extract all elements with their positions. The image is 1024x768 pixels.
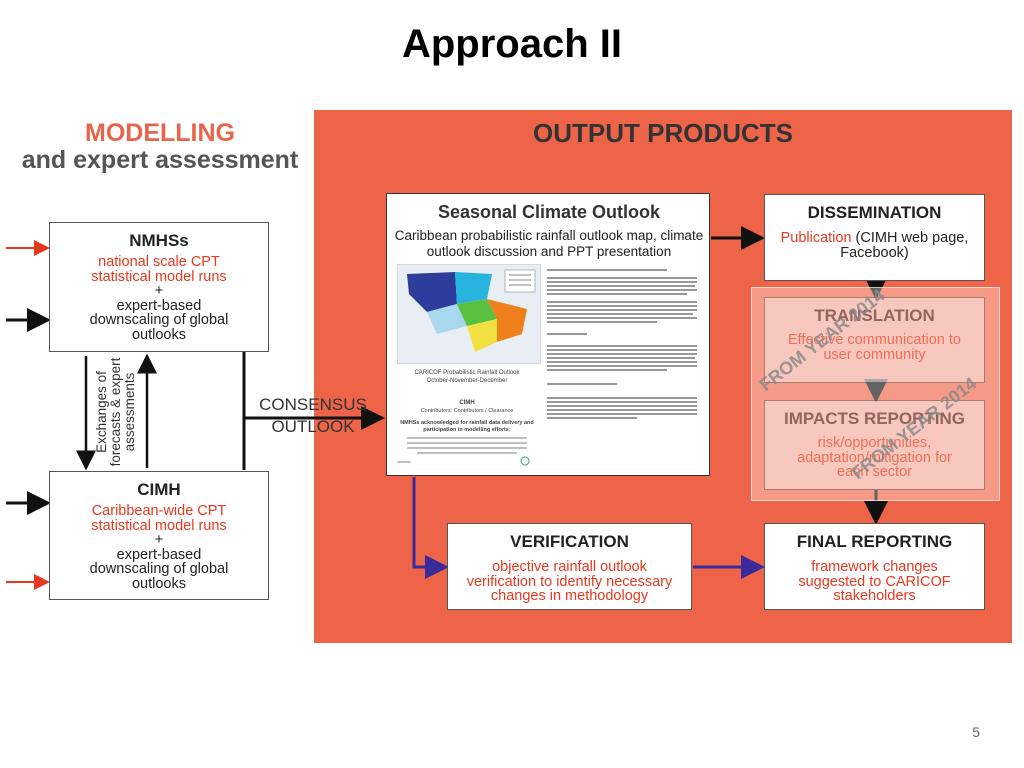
impacts-box: IMPACTS REPORTING risk/opportunities, ad…: [764, 400, 985, 490]
arrow-to-verification: [412, 477, 449, 579]
dissemination-red-text: Publication: [780, 230, 852, 246]
map-caption-1: CARICOF Probabilistic Rainfall Outlook: [414, 370, 520, 376]
exchanges-label: Exchanges of forecasts & expert assessme…: [58, 353, 174, 469]
verification-box: VERIFICATION objective rainfall outlook …: [447, 523, 692, 610]
verification-text: objective rainfall outlook verification …: [466, 559, 673, 604]
page-number: 5: [972, 724, 980, 740]
consensus-outlook-label: CONSENSUS OUTLOOK: [244, 394, 382, 438]
rainfall-map-image: [397, 264, 541, 364]
document-small-lines: [397, 437, 530, 466]
cimh-box: CIMH Caribbean-wide CPT statistical mode…: [49, 471, 269, 600]
modelling-heading-line2: and expert assessment: [21, 146, 299, 174]
seasonal-title: Seasonal Climate Outlook: [437, 202, 661, 222]
nmhs-text: expert-based downscaling of global outlo…: [89, 297, 229, 343]
dissemination-box: DISSEMINATION Publication (CIMH web page…: [764, 194, 985, 281]
translation-text: Effective communication to user communit…: [787, 332, 961, 363]
impacts-text: risk/opportunities, adaptation/mitigatio…: [797, 435, 952, 480]
final-reporting-text: framework changes suggested to CARICOF s…: [798, 559, 951, 604]
dissemination-text: Publication (CIMH web page, Facebook): [779, 231, 970, 260]
impacts-title: IMPACTS REPORTING: [783, 409, 966, 428]
nmhs-box: NMHSs national scale CPT statistical mod…: [49, 222, 269, 352]
consensus-line1: CONSENSUS: [259, 395, 367, 414]
exchanges-text: Exchanges of forecasts & expert assessme…: [94, 357, 137, 467]
dissemination-title: DISSEMINATION: [807, 203, 942, 222]
cimh-plus: +: [154, 532, 164, 548]
translation-box: TRANSLATION Effective communication to u…: [764, 297, 985, 383]
modelling-heading: MODELLING and expert assessment: [10, 120, 310, 174]
doc-org: CIMH: [459, 400, 475, 406]
final-reporting-box: FINAL REPORTING framework changes sugges…: [764, 523, 985, 610]
seasonal-outlook-document: Seasonal Climate Outlook Caribbean proba…: [386, 193, 710, 476]
future-products-overlay: [751, 287, 1000, 501]
document-text-lines: [547, 269, 697, 419]
nmhs-red-text: national scale CPT statistical model run…: [91, 254, 227, 285]
final-reporting-title: FINAL REPORTING: [796, 532, 953, 551]
verification-title: VERIFICATION: [510, 532, 629, 551]
output-heading: OUTPUT PRODUCTS: [533, 118, 793, 148]
map-caption-2: October-November-December: [426, 378, 508, 384]
cimh-text: expert-based downscaling of global outlo…: [89, 546, 229, 592]
translation-title: TRANSLATION: [814, 306, 935, 325]
slide-title: Approach II: [401, 22, 623, 66]
modelling-heading-line1: MODELLING: [85, 119, 235, 147]
doc-org-sub: Contributors: Contributors / Clearance: [420, 408, 514, 414]
consensus-line2: OUTLOOK: [271, 417, 355, 436]
dissemination-dark-text: (CIMH web page, Facebook): [840, 230, 969, 261]
nmhs-plus: +: [154, 283, 164, 299]
nmhs-title: NMHSs: [129, 231, 189, 250]
doc-ack: NMHSs acknowledged for rainfall data del…: [400, 420, 534, 433]
cimh-title: CIMH: [137, 480, 181, 499]
cimh-red-text: Caribbean-wide CPT statistical model run…: [91, 503, 227, 534]
seasonal-subtitle: Caribbean probabilistic rainfall outlook…: [394, 228, 704, 259]
